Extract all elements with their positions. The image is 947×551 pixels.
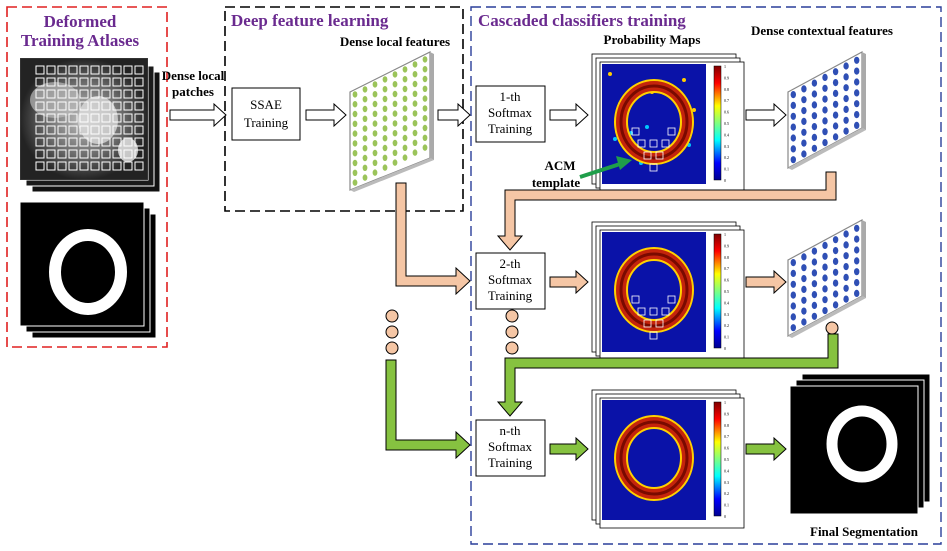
colorbar-tick-label: 0.3 bbox=[724, 312, 729, 317]
softmaxn-line3: Training bbox=[488, 455, 533, 470]
softmax1-training-box bbox=[475, 85, 546, 143]
colorbar-tick-label: 0.3 bbox=[724, 480, 729, 485]
colorbar-tick-label: 0.8 bbox=[724, 255, 729, 260]
colorbar-tick-label: 0.5 bbox=[724, 457, 729, 462]
colorbar-tick-label: 0.6 bbox=[724, 278, 729, 283]
cascade-title: Cascaded classifiers training bbox=[478, 11, 686, 30]
contextual-features-panel-1 bbox=[787, 50, 866, 170]
colorbar-tick-label: 0.1 bbox=[724, 503, 729, 508]
arrow-ssae-to-local-features bbox=[305, 102, 347, 128]
softmax1-line1: 1-th bbox=[500, 89, 521, 104]
softmaxn-line1: n-th bbox=[500, 423, 521, 438]
colorbar-tick-label: 0.6 bbox=[724, 446, 729, 451]
arrow-patches-to-ssae bbox=[169, 102, 227, 128]
final-segmentation-stack bbox=[789, 373, 931, 515]
colorbar-tick-label: 0.4 bbox=[724, 468, 729, 473]
atlases-section-border bbox=[6, 6, 168, 348]
probmap-1-stack: 1 0.9 0.8 0.7 0.6 0.5 0.4 0.3 0.2 0.1 0 bbox=[591, 53, 745, 193]
colorbar-tick-label: 0 bbox=[724, 178, 726, 183]
colorbar-tick-label: 0.9 bbox=[724, 75, 729, 80]
colorbar-tick-label: 0.5 bbox=[724, 121, 729, 126]
dense-contextual-features-label: Dense contextual features bbox=[751, 23, 893, 38]
ellipsis-circles-left bbox=[385, 309, 399, 355]
final-segmentation-label: Final Segmentation bbox=[810, 524, 919, 539]
colorbar-tick-label: 0.8 bbox=[724, 423, 729, 428]
softmax1-line2: Softmax bbox=[488, 105, 533, 120]
arrow-local-features-to-softmaxn bbox=[385, 359, 471, 460]
colorbar-tick-label: 0.9 bbox=[724, 243, 729, 248]
colorbar-tick-label: 0.7 bbox=[724, 434, 729, 439]
colorbar-tick-label: 0.7 bbox=[724, 98, 729, 103]
arrow-context1-to-softmax2 bbox=[496, 171, 837, 251]
softmax2-line1: 2-th bbox=[500, 256, 521, 271]
deep-learning-title: Deep feature learning bbox=[231, 11, 389, 30]
colorbar-tick-label: 0.4 bbox=[724, 300, 729, 305]
colorbar-tick-label: 0.6 bbox=[724, 110, 729, 115]
colorbar-tick-label: 0.5 bbox=[724, 289, 729, 294]
colorbar-tick-label: 0.2 bbox=[724, 155, 729, 160]
cascade-section-border bbox=[470, 6, 942, 545]
dense-local-features-label: Dense local features bbox=[340, 34, 450, 49]
colorbar-tick-label: 0 bbox=[724, 346, 726, 351]
atlas-label-stack bbox=[19, 201, 157, 339]
ellipsis-circles-middle bbox=[505, 309, 519, 355]
softmaxn-training-box bbox=[475, 419, 546, 477]
atlases-title-line1: Deformed bbox=[44, 12, 117, 31]
softmax2-line2: Softmax bbox=[488, 272, 533, 287]
ssae-box-line2: Training bbox=[244, 115, 289, 130]
atlas-mri-stack bbox=[19, 57, 161, 193]
ssae-box-line1: SSAE bbox=[250, 97, 282, 112]
colorbar-tick-label: 1 bbox=[724, 400, 726, 405]
arrow-softmax1-to-probmap1 bbox=[549, 102, 589, 128]
local-features-panel bbox=[349, 51, 434, 192]
acm-template-line1: ACM bbox=[544, 158, 575, 173]
colorbar-tick-label: 0.2 bbox=[724, 491, 729, 496]
colorbar-tick-label: 0.1 bbox=[724, 167, 729, 172]
acm-pointer-arrow bbox=[579, 156, 632, 179]
ssae-training-box bbox=[231, 87, 301, 141]
colorbar-tick-label: 1 bbox=[724, 64, 726, 69]
arrow-probmapn-to-final bbox=[745, 436, 787, 462]
arrow-features-to-softmax1 bbox=[437, 102, 471, 128]
colorbar-tick-label: 0.9 bbox=[724, 411, 729, 416]
softmax1-line3: Training bbox=[488, 121, 533, 136]
arrow-softmax2-to-probmap2 bbox=[549, 269, 589, 295]
colorbar-tick-label: 0.2 bbox=[724, 323, 729, 328]
contextual-features-panel-2 bbox=[787, 218, 866, 338]
ellipsis-circle-right bbox=[825, 321, 839, 335]
softmaxn-line2: Softmax bbox=[488, 439, 533, 454]
colorbar-tick-label: 0.1 bbox=[724, 335, 729, 340]
arrow-probmap2-to-context2 bbox=[745, 269, 787, 295]
softmax2-training-box bbox=[475, 252, 546, 310]
arrow-softmaxn-to-probmapn bbox=[549, 436, 589, 462]
arrow-probmap1-to-context1 bbox=[745, 102, 787, 128]
arrow-local-features-to-softmax2 bbox=[395, 182, 471, 296]
probability-maps-label: Probability Maps bbox=[604, 32, 701, 47]
probmap-n-stack: 1 0.9 0.8 0.7 0.6 0.5 0.4 0.3 0.2 0.1 0 bbox=[591, 389, 745, 529]
arrow-context2-to-softmaxn bbox=[496, 333, 839, 417]
colorbar-tick-label: 0.7 bbox=[724, 266, 729, 271]
colorbar-tick-label: 0.4 bbox=[724, 132, 729, 137]
dense-local-patches-line2: patches bbox=[172, 84, 214, 99]
colorbar-tick-label: 0.8 bbox=[724, 87, 729, 92]
softmax2-line3: Training bbox=[488, 288, 533, 303]
colorbar-tick-label: 0.3 bbox=[724, 144, 729, 149]
dense-local-patches-line1: Dense local bbox=[162, 68, 225, 83]
probmap-2-stack: 1 0.9 0.8 0.7 0.6 0.5 0.4 0.3 0.2 0.1 0 bbox=[591, 221, 745, 361]
acm-template-line2: template bbox=[532, 175, 581, 190]
atlases-title-line2: Training Atlases bbox=[21, 31, 140, 50]
colorbar-tick-label: 1 bbox=[724, 232, 726, 237]
colorbar-tick-label: 0 bbox=[724, 514, 726, 519]
